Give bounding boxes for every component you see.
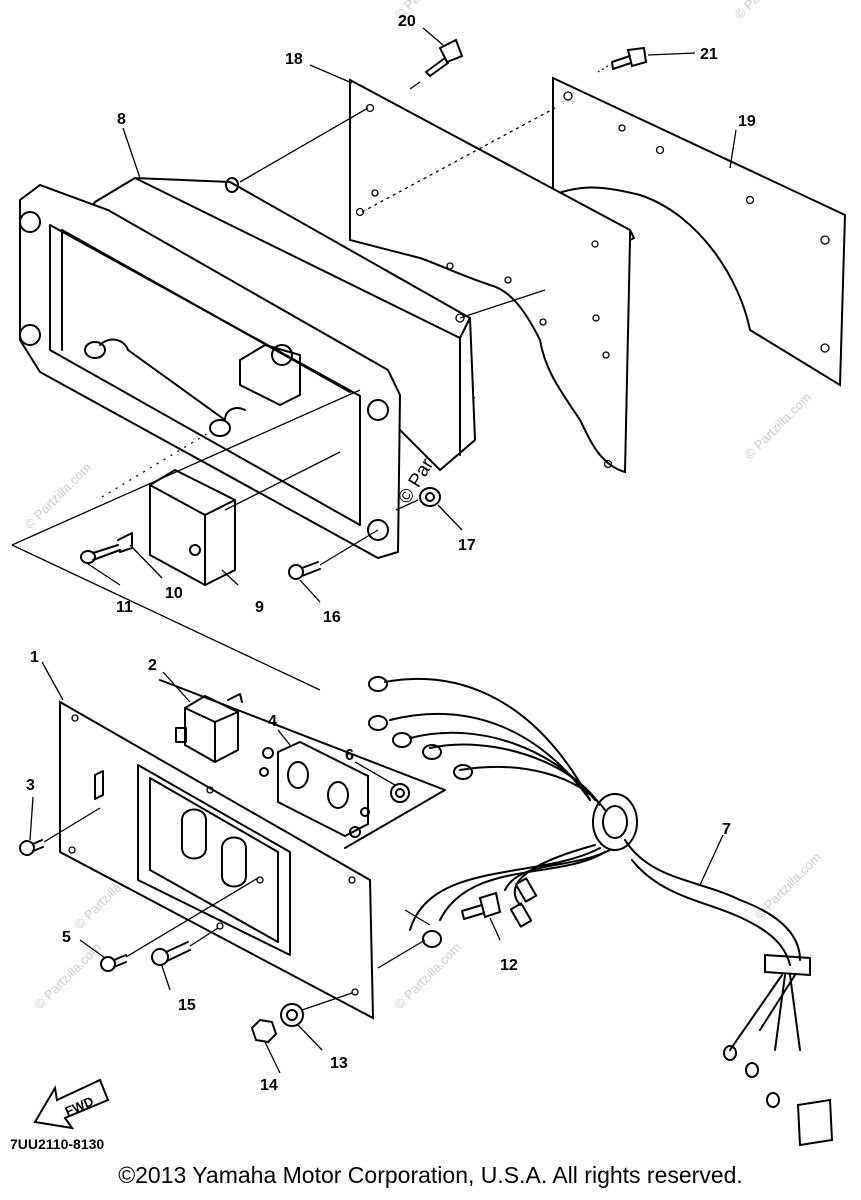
nut-14 [250, 1018, 278, 1044]
screw-16 [288, 529, 379, 580]
watermark: © Partzilla.com [752, 850, 825, 923]
callout-11: 11 [116, 599, 133, 616]
screw-15 [151, 927, 219, 966]
callout-13: 13 [330, 1055, 348, 1072]
callout-10: 10 [165, 585, 183, 602]
callout-15: 15 [178, 997, 196, 1014]
mount-plate-18 [349, 78, 635, 474]
circuit-breaker-2 [175, 693, 243, 764]
breaker-9 [149, 451, 341, 587]
callout-9: 9 [255, 599, 264, 616]
watermark: © Partzilla.com [392, 940, 465, 1013]
watermark: © Partzilla.com [32, 940, 105, 1013]
screw-5 [100, 877, 259, 972]
screw-21 [597, 46, 648, 73]
callout-12: 12 [500, 957, 518, 974]
callout-4: 4 [268, 713, 277, 730]
copyright-notice: ©2013 Yamaha Motor Corporation, U.S.A. A… [118, 1162, 743, 1188]
bolt-12 [461, 891, 502, 920]
callout-8: 8 [117, 111, 126, 128]
callout-20: 20 [398, 13, 416, 30]
rear-plate-19 [552, 76, 847, 387]
fwd-arrow-icon: FWD [33, 1078, 110, 1130]
washer-6 [390, 783, 410, 803]
receptacle-4 [159, 679, 446, 849]
callout-14: 14 [260, 1077, 278, 1094]
callout-7: 7 [722, 821, 731, 838]
housing-8 [19, 107, 546, 560]
callout-5: 5 [62, 929, 71, 946]
screw-20 [425, 38, 464, 77]
screw-3 [19, 807, 101, 856]
watermark: © Partzilla.com [22, 460, 95, 533]
callout-3: 3 [26, 777, 35, 794]
nut-13 [280, 992, 353, 1027]
callout-2: 2 [148, 657, 157, 674]
callout-21: 21 [700, 46, 718, 63]
callout-1: 1 [30, 649, 39, 666]
watermark: © Partzilla.com [732, 0, 805, 22]
wire-harness-7 [368, 676, 834, 1147]
screw-11 [80, 532, 133, 564]
callout-6: 6 [345, 747, 354, 764]
callouts: 1 2 3 4 5 6 7 8 9 10 11 12 13 14 15 16 1 [26, 13, 756, 1094]
callout-19: 19 [738, 113, 756, 130]
watermark: © Partzilla.com [742, 390, 815, 463]
callout-17: 17 [458, 537, 476, 554]
washer-17 [395, 487, 441, 511]
diagram-code: 7UU2110-8130 [10, 1136, 105, 1152]
callout-16: 16 [323, 609, 341, 626]
front-panel-1 [59, 700, 375, 1020]
callout-18: 18 [285, 51, 303, 68]
